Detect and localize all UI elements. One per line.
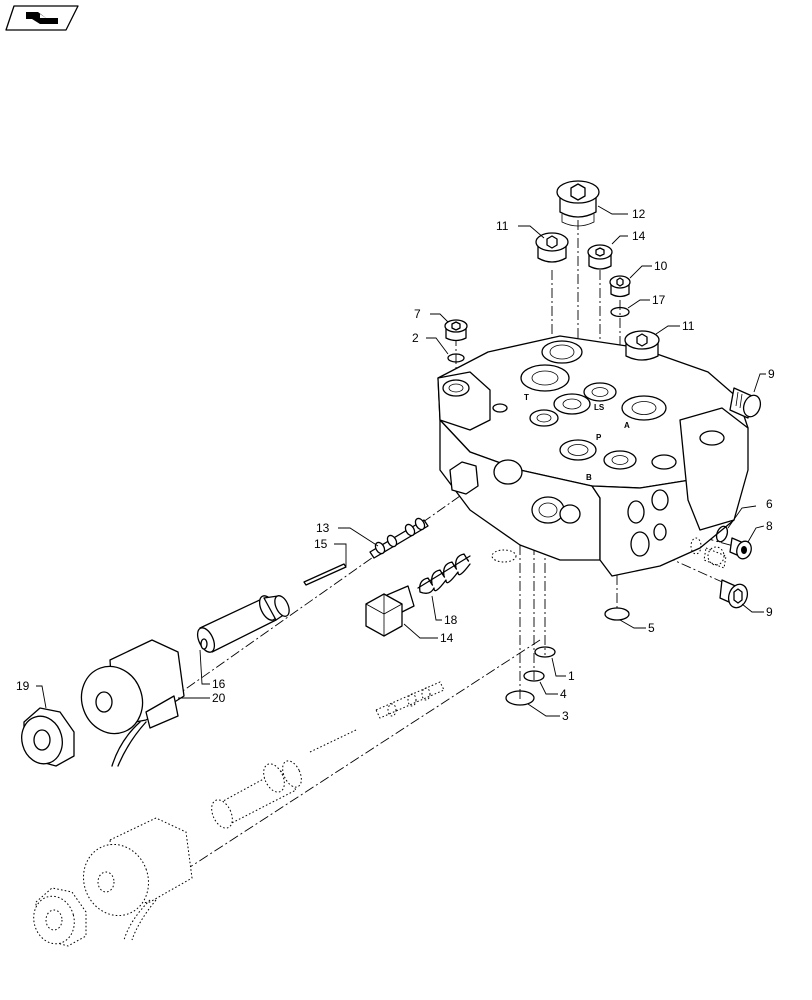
plug-11-left[interactable]: [535, 232, 569, 263]
plug-9-bottom[interactable]: [719, 579, 751, 610]
callout-18: 18: [444, 613, 458, 627]
callout-leaders: [36, 205, 766, 717]
port-mark-ls: LS: [594, 403, 605, 412]
callout-9-top: 9: [768, 367, 775, 381]
callout-2: 2: [412, 331, 419, 345]
port-mark-t: T: [524, 393, 529, 402]
callout-labels: 12 11 14 10 17 11 7 2 9 6 8 9 5 1 4 3 13…: [16, 207, 775, 723]
callout-5: 5: [648, 621, 655, 635]
callout-20: 20: [212, 691, 226, 705]
cartridge-16[interactable]: [194, 593, 292, 654]
callout-10: 10: [654, 259, 668, 273]
o-ring-1[interactable]: [534, 646, 556, 658]
solenoid-coil-20[interactable]: [72, 639, 185, 767]
o-ring-4[interactable]: [523, 670, 545, 682]
callout-11-right: 11: [682, 319, 695, 333]
o-ring-5[interactable]: [604, 607, 630, 621]
callout-11-left: 11: [496, 219, 509, 233]
plug-10[interactable]: [609, 275, 631, 298]
callout-4: 4: [560, 687, 567, 701]
callout-15: 15: [314, 537, 328, 551]
port-mark-p: P: [596, 433, 602, 442]
plug-14-top[interactable]: [587, 244, 613, 270]
o-ring-2[interactable]: [447, 353, 465, 363]
port-mark-b: B: [586, 473, 592, 482]
plug-8[interactable]: [729, 537, 754, 561]
page-tab-icon[interactable]: [5, 5, 79, 31]
callout-17: 17: [652, 293, 666, 307]
valve-body: T P LS A B: [437, 335, 749, 577]
callout-9-bottom: 9: [766, 605, 773, 619]
spring-18[interactable]: [417, 553, 471, 594]
callout-12: 12: [632, 207, 646, 221]
hex-plug-14[interactable]: [365, 585, 415, 637]
o-ring-6[interactable]: [715, 525, 730, 543]
o-ring-3[interactable]: [505, 690, 535, 706]
spool-13[interactable]: [369, 517, 429, 559]
callout-16: 16: [212, 677, 226, 691]
phantom-assembly: [33, 681, 445, 947]
callout-3: 3: [562, 709, 569, 723]
callout-8: 8: [766, 519, 773, 533]
nut-19[interactable]: [16, 707, 75, 768]
callout-14-left: 14: [440, 631, 454, 645]
plug-12[interactable]: [556, 180, 600, 227]
callout-1: 1: [568, 669, 575, 683]
port-mark-a: A: [624, 421, 630, 430]
callout-6: 6: [766, 497, 773, 511]
o-ring-17[interactable]: [610, 306, 630, 318]
pin-15[interactable]: [303, 563, 347, 586]
phantom-parts-right: [690, 537, 727, 569]
plug-11-right[interactable]: [624, 330, 660, 361]
plug-7[interactable]: [444, 319, 468, 342]
plug-9-top[interactable]: [729, 387, 763, 419]
callout-14-top: 14: [632, 229, 646, 243]
callout-19: 19: [16, 679, 30, 693]
callout-13: 13: [316, 521, 330, 535]
callout-7: 7: [414, 307, 421, 321]
